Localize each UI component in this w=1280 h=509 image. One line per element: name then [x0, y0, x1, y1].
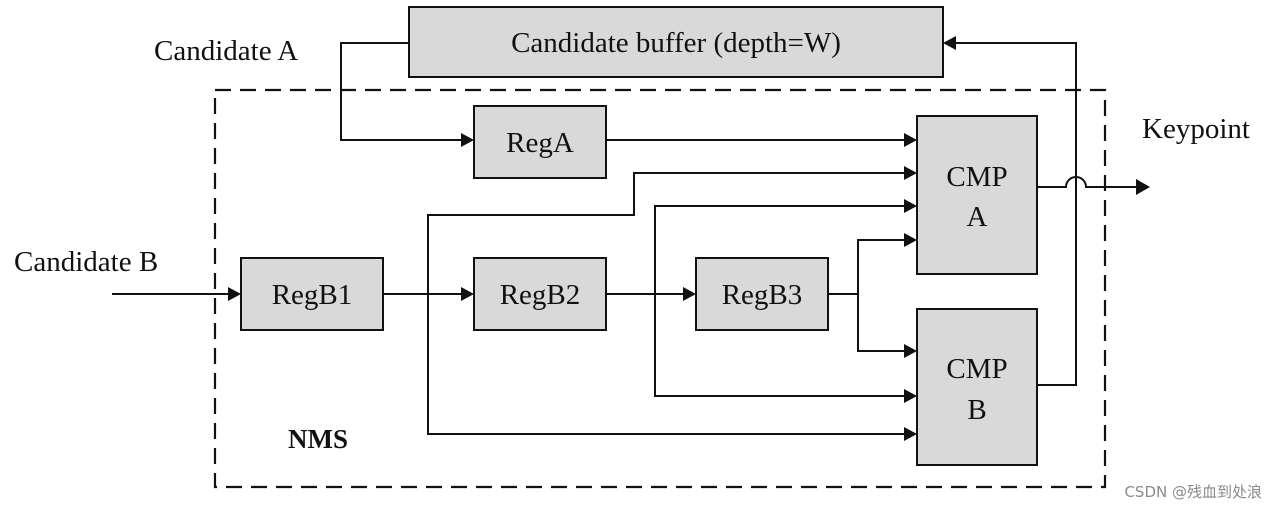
candidate-buffer-block: [408, 6, 944, 78]
arrow-into-reg-a: [461, 133, 474, 147]
watermark-text: CSDN @残血到处浪: [1124, 483, 1262, 501]
arrow-keypoint-out: [1136, 179, 1150, 195]
nms-boundary: [213, 88, 1107, 489]
reg-b3-label: RegB3: [722, 279, 803, 311]
cmp-a-block: [916, 115, 1038, 275]
arrow-into-cmp-a-2: [904, 166, 917, 180]
wire-reg-b1-tap-to-cmp-a: [427, 172, 907, 294]
cmp-a-label-line2: A: [967, 201, 988, 233]
arrow-into-cmp-b-3: [904, 427, 917, 441]
wire-buffer-to-reg-a: [340, 42, 464, 141]
cmp-b-block: [916, 308, 1038, 466]
wire-reg-b1-tap-to-cmp-b: [427, 294, 907, 435]
candidate-a-label: Candidate A: [154, 35, 298, 67]
arrow-into-reg-b3: [683, 287, 696, 301]
reg-b1-label: RegB1: [272, 279, 353, 311]
reg-b1-block: [240, 257, 384, 331]
wire-cmp-b-feedback-to-buffer: [953, 42, 1077, 386]
arrow-into-cmp-a-4: [904, 233, 917, 247]
arrow-into-cmp-a-1: [904, 133, 917, 147]
reg-a-label: RegA: [506, 127, 574, 159]
arrow-into-cmp-b-2: [904, 389, 917, 403]
wire-reg-b3-to-cmp-b: [857, 294, 907, 352]
wire-reg-b2-tap-to-cmp-b: [654, 294, 907, 397]
arrow-into-cmp-b-1: [904, 344, 917, 358]
nms-group-label: NMS: [288, 424, 348, 454]
wire-reg-b2-tap-to-cmp-a: [654, 205, 907, 294]
arrow-into-cmp-a-3: [904, 199, 917, 213]
cmp-b-label-line2: B: [967, 394, 986, 426]
candidate-b-label: Candidate B: [14, 246, 158, 278]
keypoint-label: Keypoint: [1142, 113, 1250, 145]
arrow-into-buffer: [943, 36, 956, 50]
candidate-buffer-label: Candidate buffer (depth=W): [511, 27, 841, 59]
arrow-into-reg-b2: [461, 287, 474, 301]
wire-reg-b3-to-cmp-a: [857, 239, 907, 294]
reg-a-block: [473, 105, 607, 179]
reg-b2-label: RegB2: [500, 279, 581, 311]
wire-cmp-a-to-keypoint: [1037, 176, 1136, 188]
cmp-b-label-line1: CMP: [946, 353, 1007, 385]
arrow-into-reg-b1: [228, 287, 241, 301]
cmp-a-label-line1: CMP: [946, 161, 1007, 193]
